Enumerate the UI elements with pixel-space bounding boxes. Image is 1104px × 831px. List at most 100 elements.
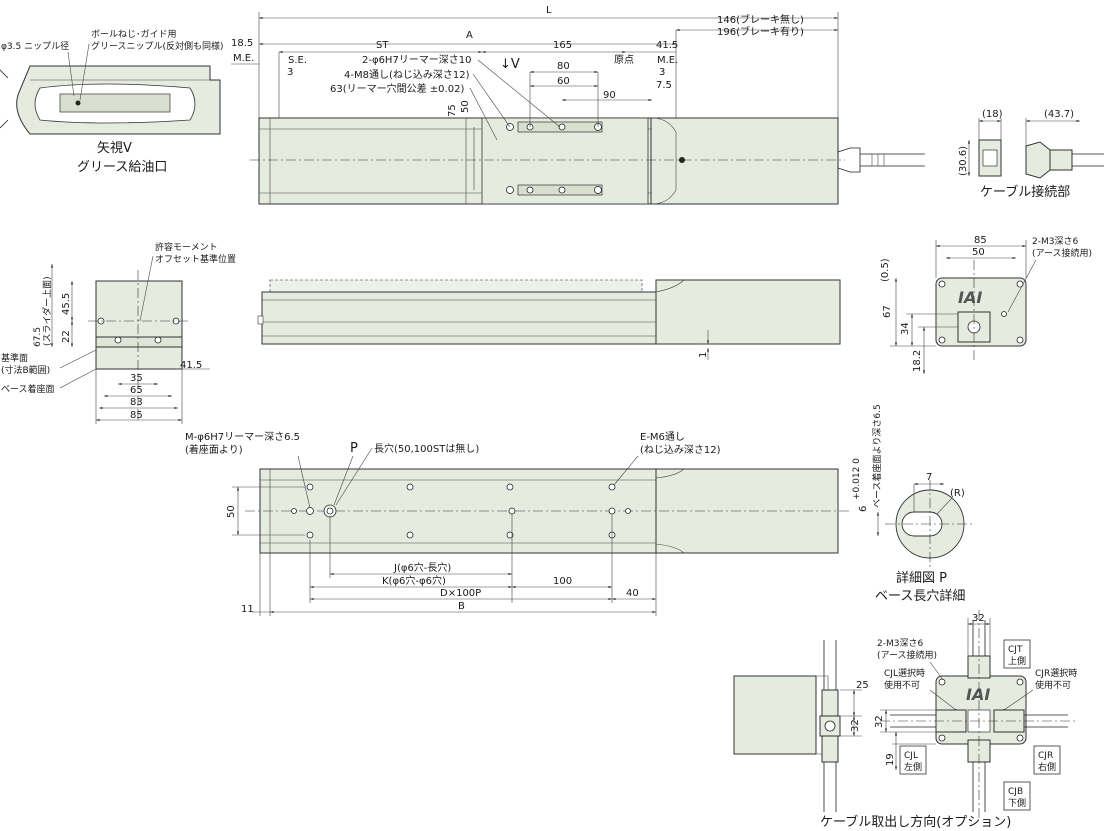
detail-p: 7 (R) 6 +0.012 0 ベース着座面より深さ6.5 詳細図 P ベース… — [852, 404, 975, 604]
dim-K: K(φ6穴-φ6穴) — [382, 574, 446, 587]
slider-top-label: (スライダー上面) — [41, 276, 53, 346]
dim-1: 1 — [698, 352, 709, 358]
dim-19: 19 — [885, 753, 896, 766]
cjt-label: CJT — [1008, 645, 1023, 655]
nipple-label: φ3.5 ニップル径 — [1, 40, 69, 52]
base-face-label: ベース着座面 — [1, 383, 55, 395]
dim-32-top: 32 — [972, 613, 985, 624]
dim-7: 7 — [926, 472, 932, 483]
cjl-label: CJL — [904, 751, 918, 761]
se-label: S.E. — [288, 55, 307, 66]
reamer-2-label: 2-φ6H7リーマー深さ10 — [362, 54, 472, 66]
dim-6: 6 — [858, 506, 869, 512]
cjr-select-label: CJR選択時 — [1035, 667, 1077, 679]
dim-ST: ST — [376, 40, 389, 51]
dim-11: 11 — [241, 604, 254, 615]
dim-60: 60 — [557, 76, 570, 87]
dim-75: 75 — [447, 104, 458, 117]
ballscrew-label: ボールねじ･ガイド用 — [91, 29, 177, 40]
iai-logo-option: IAI — [966, 685, 990, 704]
dim-165: 165 — [553, 40, 572, 51]
m8-label: 4-M8通し(ねじ込み深さ12) — [344, 69, 470, 81]
cjr-unusable-label: 使用不可 — [1035, 679, 1071, 691]
earth-option-label: (アース接続用) — [877, 649, 937, 661]
dim-40: 40 — [626, 588, 639, 599]
bottom-view: M-φ6H7リーマー深さ6.5 (着座面より) P 長穴(50,100STは無し… — [185, 431, 850, 616]
cable-connection-title: ケーブル接続部 — [980, 184, 1070, 200]
dim-45-5: 45.5 — [61, 293, 72, 315]
reamer-63-label: 63(リーマー穴間公差 ±0.02) — [330, 82, 464, 95]
end-view: 許容モーメント オフセット基準位置 45.5 22 67.5 (スライダー上面)… — [1, 241, 236, 424]
view-v-title: 矢視V — [97, 141, 132, 156]
cjb-box — [1003, 781, 1031, 811]
me-right: M.E. — [657, 55, 678, 66]
view-v: φ3.5 ニップル径 ボールねじ･ガイド用 グリースニップル(反対側も同様) 矢… — [0, 29, 224, 175]
dim-35: 35 — [130, 373, 143, 384]
motor-end-view: IAI 85 50 2-M3深さ6 (アース接続用) (0.5) 67 34 1… — [880, 235, 1092, 374]
grease-port-title: グリース給油口 — [77, 160, 167, 175]
dim-41-5-end: 41.5 — [180, 360, 202, 371]
dim-146: 146(ブレーキ無し) — [717, 13, 804, 26]
motor-cover-top — [650, 117, 839, 205]
dim-90: 90 — [603, 90, 616, 101]
arrow-v: ↓V — [500, 57, 520, 72]
dim-50-motor: 50 — [972, 247, 985, 258]
cjl-unusable-label: 使用不可 — [884, 679, 920, 691]
dim-3-right: 3 — [659, 67, 665, 78]
dim-3-left: 3 — [287, 67, 293, 78]
dim-34: 34 — [900, 322, 911, 335]
cjt-side-label: 上側 — [1008, 655, 1026, 667]
seat-face-label: (着座面より) — [185, 443, 243, 456]
e-depth-label: (ねじ込み深さ12) — [640, 444, 721, 456]
dim-A: A — [466, 30, 473, 41]
me-left: M.E. — [233, 53, 254, 64]
dim-18-5: 18.5 — [231, 38, 253, 49]
cjt-box — [1003, 639, 1031, 669]
detail-p-title: 詳細図 P — [896, 570, 947, 586]
dim-67-5: 67.5 — [33, 327, 43, 347]
side-view: 1 — [257, 279, 841, 360]
base-long-hole-title: ベース長穴詳細 — [875, 588, 965, 604]
dim-67: 67 — [882, 305, 893, 318]
moment-label: 許容モーメント — [155, 241, 218, 253]
reference-range-label: (寸法B範囲) — [1, 364, 50, 376]
cable-direction: 25 32 IAI 32 32 — [733, 610, 1078, 830]
dim-25: 25 — [856, 680, 869, 691]
cjl-box — [899, 745, 927, 775]
depth-label: ベース着座面より深さ6.5 — [871, 404, 883, 508]
detail-p-marker: P — [350, 441, 358, 456]
m3-label: 2-M3深さ6 — [1032, 236, 1078, 247]
cable-connection: (18) (30.6) (43.7) ケーブル接続部 — [958, 109, 1104, 200]
dim-18: (18) — [982, 109, 1003, 120]
cjl-select-label: CJL選択時 — [884, 667, 925, 679]
dim-196: 196(ブレーキ有り) — [717, 25, 804, 38]
cjb-label: CJB — [1008, 787, 1023, 797]
dim-18-2: 18.2 — [912, 350, 923, 372]
dim-80: 80 — [557, 61, 570, 72]
long-hole-label: 長穴(50,100STは無し) — [374, 442, 479, 455]
iai-logo: IAI — [958, 288, 982, 307]
dim-83: 83 — [130, 397, 143, 408]
top-view: L A 146(ブレーキ無し) 196(ブレーキ有り) 18.5 M.E. ST… — [231, 5, 925, 205]
dim-7-5: 7.5 — [656, 80, 672, 91]
dim-L: L — [546, 5, 552, 16]
dim-65: 65 — [130, 385, 143, 396]
cable-direction-title: ケーブル取出し方向(オプション) — [820, 814, 1011, 830]
earth-label: (アース接続用) — [1032, 247, 1092, 259]
offset-label: オフセット基準位置 — [155, 253, 236, 265]
cjl-side-label: 左側 — [904, 761, 922, 773]
cjr-side-label: 右側 — [1038, 761, 1056, 773]
e-m6-label: E-M6通し — [640, 431, 685, 443]
reference-face-label: 基準面 — [1, 352, 28, 364]
dim-0-5: (0.5) — [880, 258, 891, 282]
radius-label: (R) — [950, 488, 965, 499]
dim-J: J(φ6穴-長穴) — [393, 561, 451, 574]
cjr-box — [1033, 745, 1061, 775]
dim-D: D×100P — [440, 588, 481, 599]
m3-option-label: 2-M3深さ6 — [877, 638, 923, 649]
dim-22: 22 — [61, 330, 72, 343]
dim-50-bottom: 50 — [226, 505, 237, 518]
cjb-side-label: 下側 — [1008, 797, 1026, 809]
dim-50: 50 — [460, 100, 471, 113]
